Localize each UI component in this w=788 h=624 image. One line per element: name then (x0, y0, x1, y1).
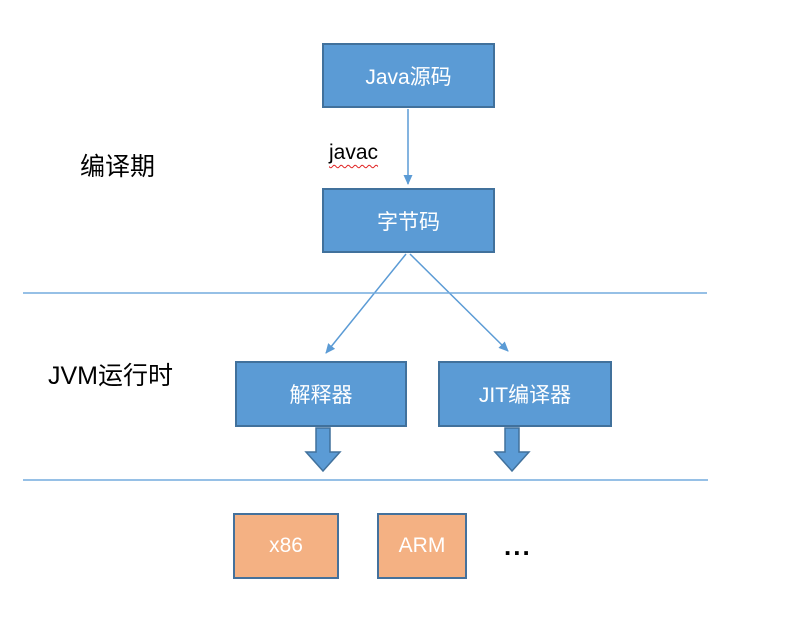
interpreter-block-arrow (304, 427, 342, 473)
java-source-node: Java源码 (322, 43, 495, 108)
bytecode-to-jit-arrow (409, 253, 509, 352)
arm-node: ARM (377, 513, 467, 579)
jvm-runtime-label: JVM运行时 (48, 362, 174, 390)
jit-compiler-node: JIT编译器 (438, 361, 612, 427)
bytecode-to-interpreter-arrow (325, 253, 407, 354)
compile-phase-label: 编译期 (80, 153, 156, 181)
javac-label: javac (329, 141, 379, 164)
x86-node: x86 (233, 513, 339, 579)
jit-block-arrow (493, 427, 531, 473)
more-architectures-label: ... (504, 531, 532, 561)
interpreter-node: 解释器 (235, 361, 407, 427)
bytecode-node: 字节码 (322, 188, 495, 253)
